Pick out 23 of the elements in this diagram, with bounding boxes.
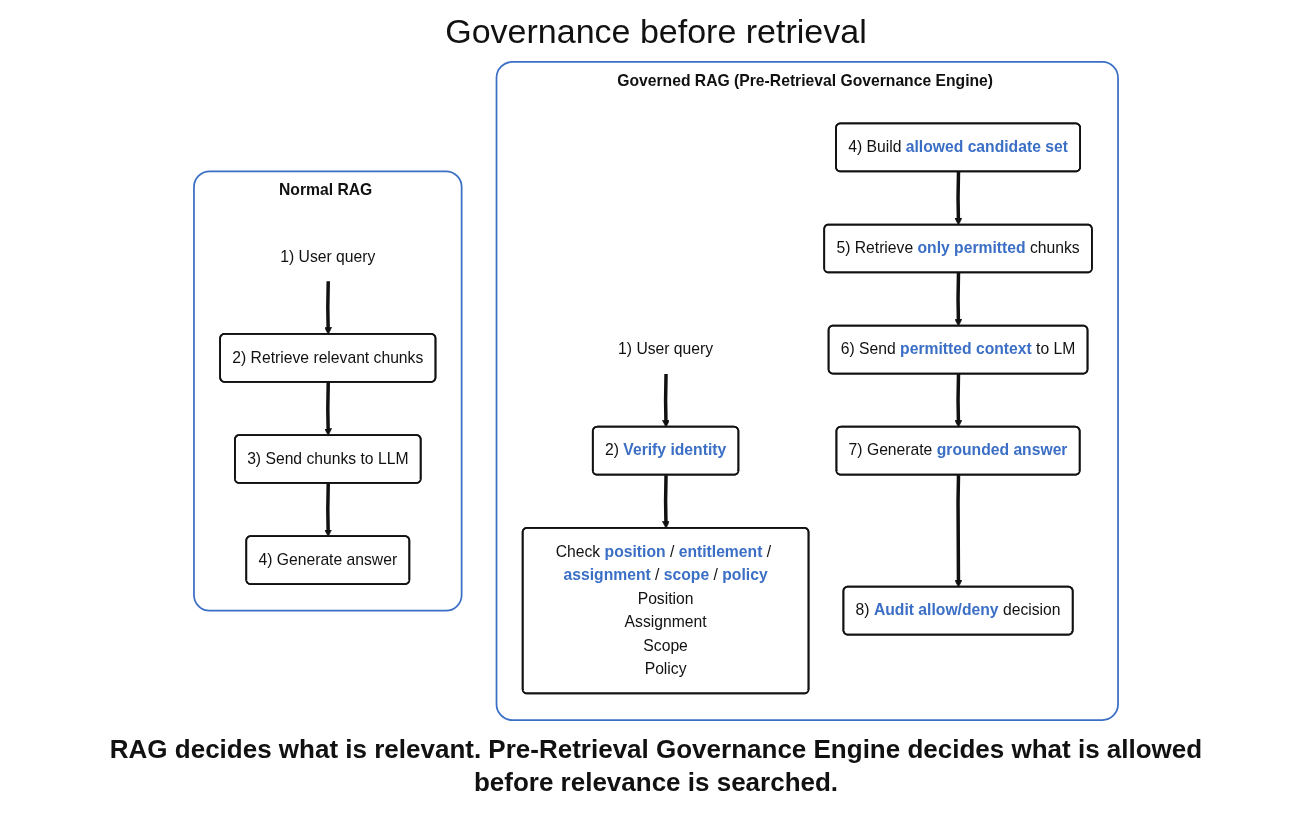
process-box: 2) Retrieve relevant chunks [219,333,437,383]
arrow [662,475,670,529]
process-box: 8) Audit allow/deny decision [842,585,1074,636]
process-box: 6) Send permitted context to LM [827,324,1089,375]
process-box: 3) Send chunks to LLM [234,434,422,484]
caption-text: RAG decides what is relevant. Pre-Retrieval Governance Engine decides what is allowed before relevance is searched. [108,733,1204,798]
process-box: 4) Generate answer [245,535,411,585]
arrow [662,373,670,428]
diagram-title: Governance before retrieval [445,12,867,51]
process-box: Check position / entitlement / assignment / scope / policy Position Assignment Scope Policy [521,526,810,695]
step-label: 1) User query [268,232,388,281]
step-label: 1) User query [605,325,726,374]
process-box: 2) Verify identity [591,425,740,476]
process-box: 5) Retrieve only permitted chunks [823,223,1093,274]
arrow [954,171,963,226]
arrow [954,475,963,588]
arrow [954,272,963,327]
arrow [324,483,332,537]
arrow [954,373,963,428]
process-box: 4) Build allowed candidate set [835,122,1081,173]
arrow [324,281,332,335]
process-box: 7) Generate grounded answer [835,425,1081,476]
arrow [324,382,332,436]
